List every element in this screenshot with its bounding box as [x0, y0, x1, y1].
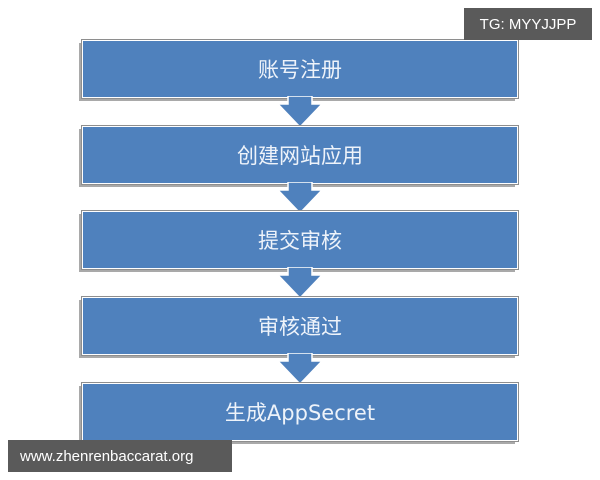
step-label: 生成AppSecret — [224, 401, 376, 425]
step-label: 提交审核 — [258, 229, 342, 253]
step-label: 审核通过 — [258, 315, 342, 339]
arrow-down-icon — [276, 96, 324, 128]
watermark-site: www.zhenrenbaccarat.org — [8, 440, 232, 472]
arrow-down-icon — [276, 182, 324, 214]
step-generate-appsecret: 生成AppSecret — [81, 382, 519, 442]
step-account-register: 账号注册 — [81, 39, 519, 99]
step-label: 账号注册 — [258, 58, 342, 82]
step-label: 创建网站应用 — [237, 144, 363, 168]
step-create-web-app: 创建网站应用 — [81, 125, 519, 185]
step-review-passed: 审核通过 — [81, 296, 519, 356]
watermark-tg: TG: MYYJJPP — [464, 8, 592, 40]
step-submit-review: 提交审核 — [81, 210, 519, 270]
arrow-down-icon — [276, 267, 324, 299]
arrow-down-icon — [276, 353, 324, 385]
